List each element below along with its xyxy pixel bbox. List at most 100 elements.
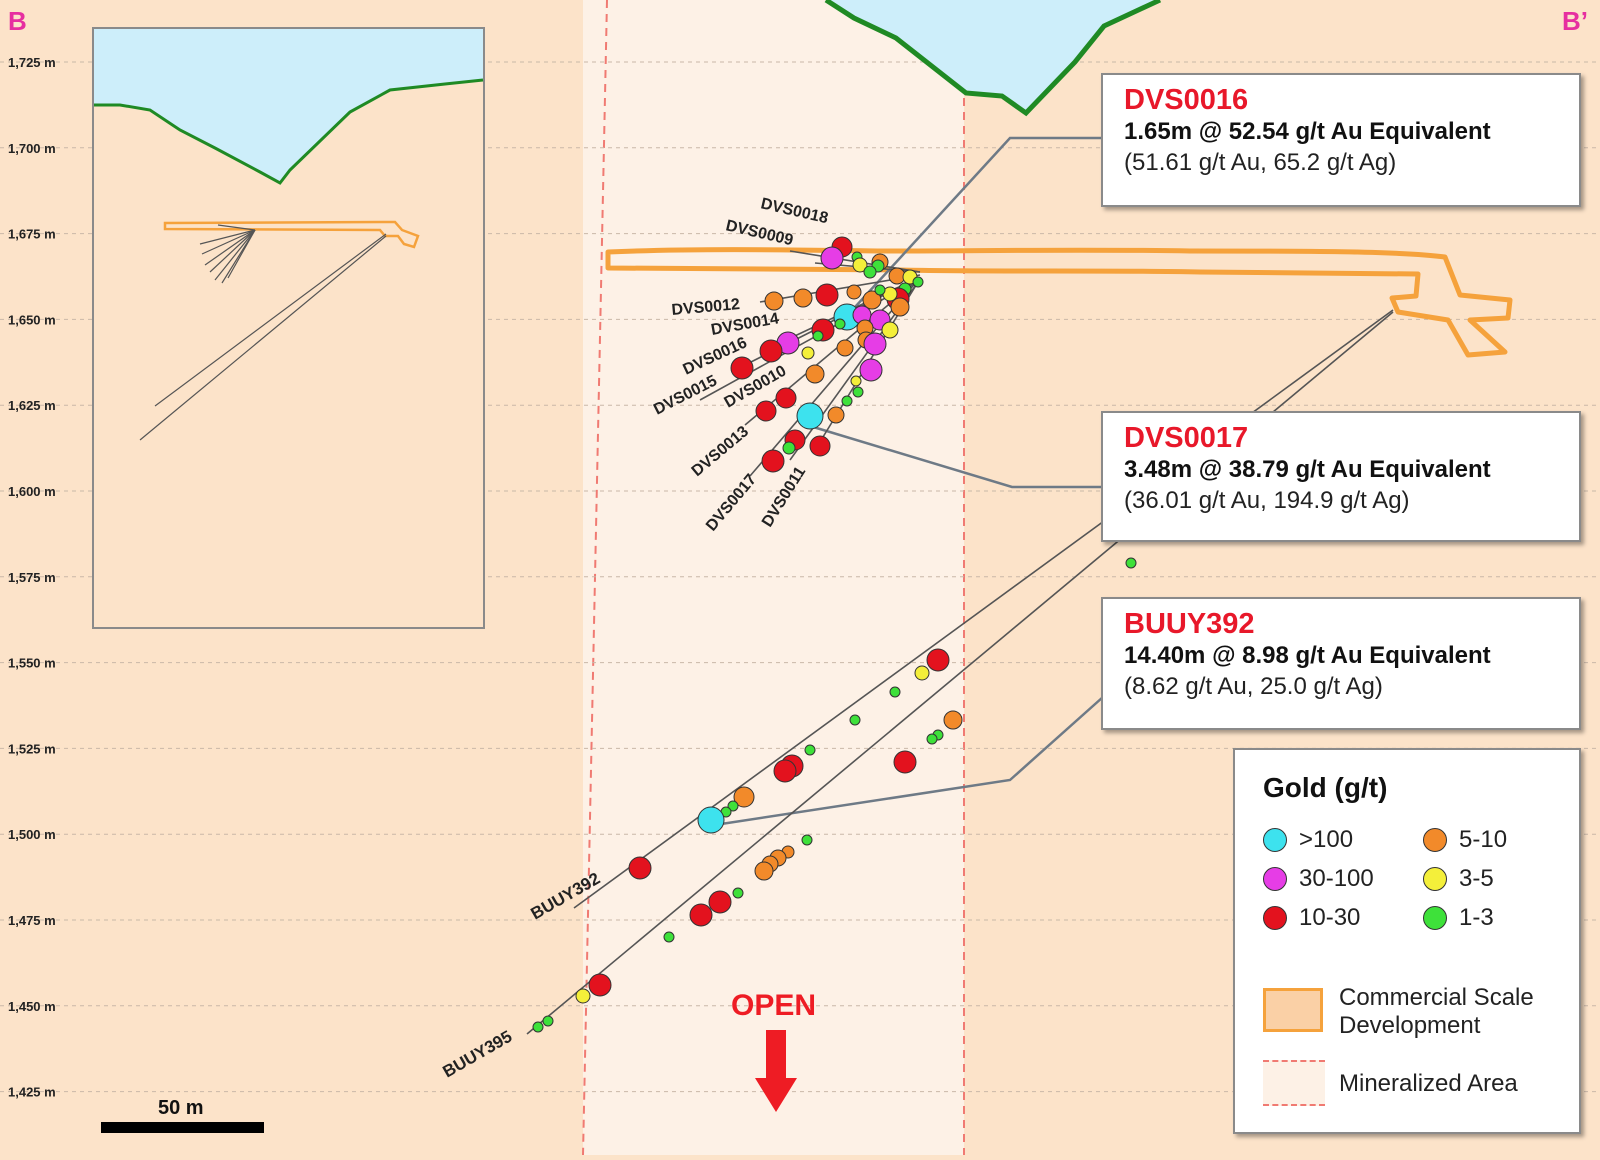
assay-dot [914, 665, 930, 681]
assay-dot [663, 931, 675, 943]
callout-main-result: 3.48m @ 38.79 g/t Au Equivalent [1124, 456, 1491, 483]
assay-dot [881, 321, 899, 339]
elevation-label: 1,700 m [8, 141, 56, 156]
assay-dot [732, 887, 744, 899]
assay-dot [874, 284, 886, 296]
legend-label: 1-3 [1459, 904, 1494, 931]
assay-dot [889, 686, 901, 698]
assay-dot [755, 400, 777, 422]
assay-dot [542, 1015, 554, 1027]
assay-dot [708, 890, 732, 914]
elevation-label: 1,500 m [8, 827, 56, 842]
trace-dvs0015 [699, 279, 919, 401]
assay-dot [628, 856, 652, 880]
leader-dvs0016 [844, 136, 1103, 319]
legend-dot-icon [1423, 828, 1447, 852]
assay-dot [804, 744, 816, 756]
mineralized-swatch [1263, 1060, 1325, 1106]
assay-dot [761, 449, 785, 473]
assay-dot [532, 1021, 544, 1033]
assay-dot [859, 358, 883, 382]
elevation-label: 1,675 m [8, 227, 56, 242]
assay-dot [834, 318, 846, 330]
assay-dot [863, 265, 877, 279]
legend-title: Gold (g/t) [1263, 772, 1388, 803]
legend-item-5-10: 5-10 [1423, 826, 1507, 854]
section-label-right: B’ [1562, 6, 1588, 36]
scale-bar [101, 1122, 264, 1133]
elevation-label: 1,550 m [8, 656, 56, 671]
callout-detail: (51.61 g/t Au, 65.2 g/t Ag) [1124, 149, 1397, 176]
legend-item-1-3: 1-3 [1423, 904, 1494, 932]
trace-dvs0013 [749, 279, 919, 477]
assay-dot [912, 276, 924, 288]
hole-label-dvs0012: DVS0012 [671, 296, 741, 319]
callout-hole-name: BUUY392 [1124, 608, 1255, 640]
assay-dot [805, 364, 825, 384]
assay-dot [773, 759, 797, 783]
legend-development-label: Commercial Scale Development [1339, 984, 1534, 1039]
callout-buuy392: BUUY392 14.40m @ 8.98 g/t Au Equivalent … [1101, 597, 1581, 730]
elevation-label: 1,600 m [8, 484, 56, 499]
legend-dot-icon [1263, 867, 1287, 891]
topography-line [824, 0, 1162, 117]
assay-dot [893, 750, 917, 774]
legend-dot-icon [1423, 906, 1447, 930]
assay-dot [827, 406, 845, 424]
assay-dot [926, 648, 950, 672]
legend-item-10-30: 10-30 [1263, 904, 1360, 932]
inset-development [163, 220, 420, 249]
assay-dot [759, 339, 783, 363]
development-swatch [1263, 988, 1323, 1032]
elevation-label: 1,425 m [8, 1085, 56, 1100]
assay-dot [841, 395, 853, 407]
assay-dot [815, 283, 839, 307]
assay-dot [863, 332, 887, 356]
legend-label: 3-5 [1459, 865, 1494, 892]
assay-dot [575, 988, 591, 1004]
legend-dot-icon [1263, 828, 1287, 852]
elevation-label: 1,525 m [8, 741, 56, 756]
assay-dot [775, 387, 797, 409]
assay-dot [689, 903, 713, 927]
callout-main-result: 1.65m @ 52.54 g/t Au Equivalent [1124, 118, 1491, 145]
assay-dot [782, 441, 796, 455]
assay-dot [926, 733, 938, 745]
assay-dot [850, 375, 862, 387]
assay-dots [532, 236, 1137, 1033]
callout-dvs0017: DVS0017 3.48m @ 38.79 g/t Au Equivalent … [1101, 411, 1581, 542]
assay-dot [730, 356, 754, 380]
assay-dot [588, 973, 612, 997]
elevation-label: 1,625 m [8, 398, 56, 413]
callout-detail: (8.62 g/t Au, 25.0 g/t Ag) [1124, 673, 1383, 700]
open-arrow-icon [755, 1030, 797, 1112]
legend: Gold (g/t) >100 5-10 30-100 3-5 10-30 1-… [1233, 748, 1581, 1134]
legend-dot-icon [1263, 906, 1287, 930]
assay-dot [852, 386, 864, 398]
assay-dot [943, 710, 963, 730]
assay-dot [862, 290, 882, 310]
section-label-left: B [8, 6, 27, 36]
assay-dot [852, 257, 868, 273]
legend-mineralized-label: Mineralized Area [1339, 1070, 1518, 1097]
assay-dot [733, 786, 755, 808]
legend-label: 30-100 [1299, 865, 1374, 892]
callout-dvs0016: DVS0016 1.65m @ 52.54 g/t Au Equivalent … [1101, 73, 1581, 207]
leader-dvs0017 [809, 424, 1103, 489]
assay-dot [796, 402, 824, 430]
assay-dot [836, 339, 854, 357]
legend-item-30-100: 30-100 [1263, 865, 1374, 893]
inset-topography [94, 78, 484, 185]
elevation-label: 1,450 m [8, 999, 56, 1014]
assay-dot [846, 284, 862, 300]
mineralized-boundary-left [582, 0, 608, 1156]
open-label: OPEN [731, 989, 816, 1022]
elevation-label: 1,725 m [8, 55, 56, 70]
elevation-label: 1,650 m [8, 312, 56, 327]
assay-dot [764, 291, 784, 311]
sky-area [826, 0, 1160, 113]
inset-overview [92, 27, 485, 629]
assay-dot [801, 346, 815, 360]
callout-main-result: 14.40m @ 8.98 g/t Au Equivalent [1124, 642, 1491, 669]
